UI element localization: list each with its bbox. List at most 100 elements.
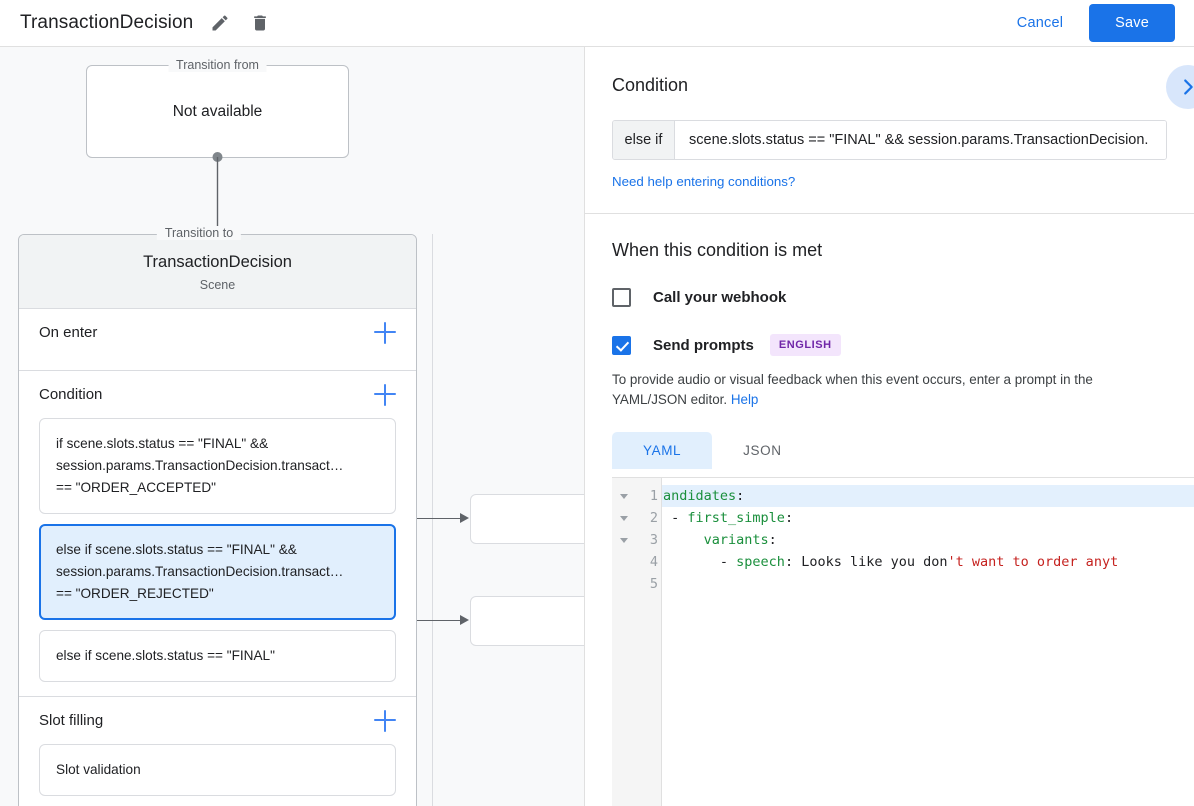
section-slot-filling: Slot filling Slot validation	[19, 696, 416, 806]
slot-validation-item[interactable]: Slot validation	[39, 744, 396, 796]
code-token: :	[784, 554, 802, 570]
code-token: :	[784, 510, 794, 526]
condition-detail-panel: Condition else if Need help entering con…	[585, 47, 1194, 806]
target-node-accepted[interactable]	[470, 494, 585, 544]
condition-input[interactable]	[675, 121, 1166, 159]
when-condition-met-title: When this condition is met	[612, 240, 823, 260]
add-slot-filling-icon[interactable]	[374, 709, 396, 732]
cancel-button[interactable]: Cancel	[1003, 6, 1077, 40]
transition-from-node[interactable]: Transition from Not available	[86, 58, 349, 158]
condition-list-item[interactable]: else if scene.slots.status == "FINAL" &&…	[39, 524, 396, 620]
editor-fold-column	[612, 478, 636, 806]
code-token: -	[663, 510, 688, 526]
code-line[interactable]	[662, 573, 1194, 595]
condition-text-line3: == "ORDER_REJECTED"	[56, 586, 214, 601]
call-webhook-checkbox[interactable]	[612, 288, 631, 307]
language-badge: ENGLISH	[769, 334, 841, 356]
editor-code-area[interactable]: andidates: - first_simple: variants: - s…	[662, 478, 1194, 806]
line-number: 1	[649, 488, 658, 504]
code-line[interactable]: - speech: Looks like you don't want to o…	[662, 551, 1194, 573]
code-token: :	[768, 532, 777, 548]
panel-divider	[584, 47, 585, 806]
save-button[interactable]: Save	[1089, 4, 1175, 42]
trash-icon[interactable]	[247, 10, 273, 36]
condition-help-link[interactable]: Need help entering conditions?	[612, 174, 796, 189]
line-number: 2	[649, 510, 658, 526]
when-condition-met-block: When this condition is met Call your web…	[585, 214, 1194, 469]
condition-text-line1: else if scene.slots.status == "FINAL"	[56, 648, 275, 663]
scene-graph-panel: Transition from Not available Transition…	[0, 47, 585, 806]
condition-list-item[interactable]: else if scene.slots.status == "FINAL"	[39, 630, 396, 682]
code-token	[663, 532, 704, 548]
tab-yaml[interactable]: YAML	[612, 432, 713, 469]
condition-header: Condition	[39, 371, 396, 418]
tab-json[interactable]: JSON	[743, 443, 782, 458]
condition-list-item[interactable]: if scene.slots.status == "FINAL" && sess…	[39, 418, 396, 514]
condition-title: Condition	[39, 386, 103, 403]
fold-toggle-icon[interactable]	[612, 485, 636, 507]
condition-panel-heading: Condition	[612, 75, 689, 95]
target-node-rejected[interactable]	[470, 596, 585, 646]
line-number: 3	[649, 532, 658, 548]
call-webhook-label: Call your webhook	[653, 289, 787, 306]
scene-name: TransactionDecision	[143, 253, 292, 271]
section-on-enter: On enter	[19, 308, 416, 370]
code-token: first_simple	[687, 510, 785, 526]
transition-to-legend: Transition to	[156, 226, 242, 240]
prompts-help-link[interactable]: Help	[730, 392, 759, 407]
code-line[interactable]: andidates:	[662, 485, 1194, 507]
on-enter-title: On enter	[39, 324, 98, 341]
chevron-right-icon[interactable]	[1166, 65, 1194, 109]
code-line[interactable]: - first_simple:	[662, 507, 1194, 529]
condition-edit-block: Condition else if Need help entering con…	[585, 47, 1194, 214]
condition-text-line2: session.params.TransactionDecision.trans…	[56, 458, 344, 473]
code-token: -	[663, 554, 737, 570]
fold-toggle-icon	[612, 551, 636, 573]
pencil-icon[interactable]	[207, 10, 233, 36]
code-token: Looks like you don	[801, 554, 948, 570]
scene-header[interactable]: TransactionDecision Scene	[19, 235, 416, 308]
edge-line-rejected	[398, 620, 462, 622]
code-token: variants	[703, 532, 769, 548]
line-number: 5	[649, 576, 658, 592]
prompts-hint-text: To provide audio or visual feedback when…	[612, 372, 1093, 407]
yaml-editor[interactable]: 1 2 3 4 5 andidates: - first_simple: variant…	[612, 477, 1194, 806]
fold-toggle-icon[interactable]	[612, 507, 636, 529]
add-condition-icon[interactable]	[374, 383, 396, 406]
slot-filling-title: Slot filling	[39, 712, 104, 729]
top-bar: TransactionDecision Cancel Save	[0, 0, 1194, 47]
slot-filling-header: Slot filling	[39, 697, 396, 744]
code-token: 't want to order anyt	[947, 554, 1119, 570]
send-prompts-label: Send prompts	[653, 336, 754, 354]
prompts-hint: To provide audio or visual feedback when…	[612, 370, 1167, 410]
send-prompts-checkbox[interactable]	[612, 335, 631, 355]
condition-text-line1: else if scene.slots.status == "FINAL" &&	[56, 542, 297, 557]
edge-line-accepted	[398, 518, 462, 520]
condition-prefix-label: else if	[613, 121, 675, 159]
transition-from-value: Not available	[172, 102, 263, 120]
editor-format-tabs: YAML JSON	[612, 432, 1167, 469]
fold-toggle-icon	[612, 573, 636, 595]
on-enter-header: On enter	[39, 309, 396, 356]
edge-arrow-accepted	[460, 513, 469, 523]
code-token: :	[736, 488, 745, 504]
section-condition: Condition if scene.slots.status == "FINA…	[19, 370, 416, 696]
code-line[interactable]: variants:	[662, 529, 1194, 551]
fold-toggle-icon[interactable]	[612, 529, 636, 551]
condition-text-line2: session.params.TransactionDecision.trans…	[56, 564, 344, 579]
graph-guide-line	[432, 234, 433, 806]
transition-from-legend: Transition from	[168, 58, 267, 72]
transition-to-node: TransactionDecision Scene On enter Condi…	[18, 234, 417, 806]
editor-line-numbers: 1 2 3 4 5	[636, 478, 662, 806]
send-prompts-row: Send prompts ENGLISH	[612, 334, 1167, 356]
add-on-enter-icon[interactable]	[374, 321, 396, 344]
webhook-row: Call your webhook	[612, 288, 1167, 307]
slot-validation-label: Slot validation	[56, 762, 141, 777]
condition-input-group: else if	[612, 120, 1167, 160]
scene-type: Scene	[199, 278, 236, 292]
line-number: 4	[649, 554, 658, 570]
code-token: andidates	[663, 488, 737, 504]
condition-text-line3: == "ORDER_ACCEPTED"	[56, 480, 216, 495]
condition-text-line1: if scene.slots.status == "FINAL" &&	[56, 436, 269, 451]
